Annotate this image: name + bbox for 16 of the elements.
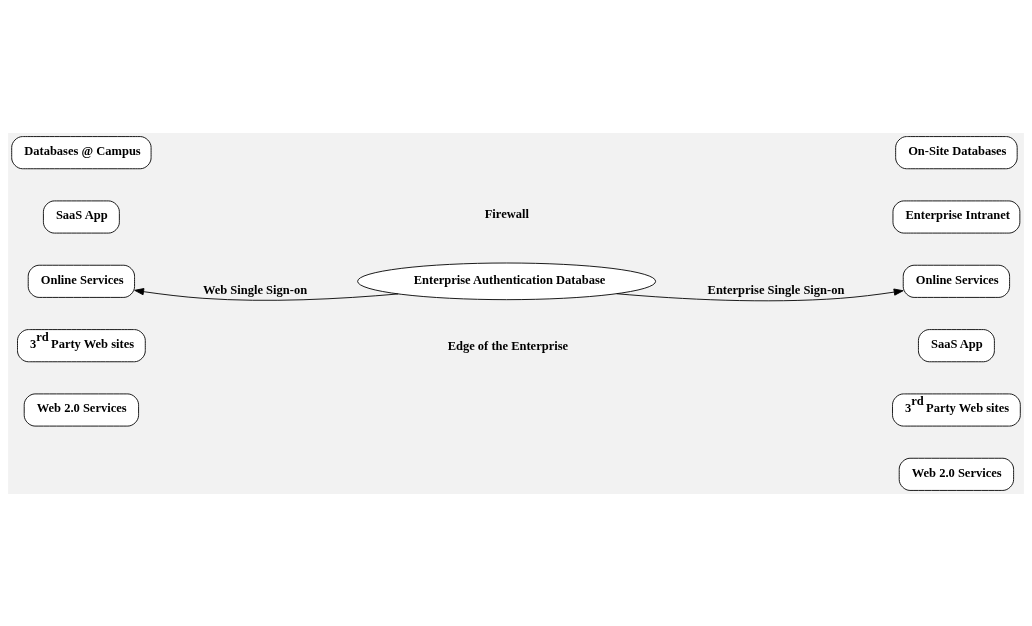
arrow <box>134 287 399 301</box>
node-box: Databases @ Campus <box>11 135 152 169</box>
node-box: Enterprise Intranet <box>892 199 1021 234</box>
node-ellipse: Enterprise Authentication Database <box>357 262 657 300</box>
edge-label: Web Single Sign-on <box>202 282 308 297</box>
label: Edge of the Enterprise <box>447 338 569 353</box>
node-box: Online Services <box>902 264 1011 298</box>
node-box: Web 2.0 Services <box>898 457 1015 491</box>
arrow <box>616 288 904 301</box>
node-box: Web 2.0 Services <box>23 392 140 427</box>
node-box: SaaS App <box>42 199 120 234</box>
label: Firewall <box>484 206 529 221</box>
edge-label: Enterprise Single Sign-on <box>707 282 845 297</box>
node-box: Online Services <box>27 264 135 298</box>
node-box: SaaS App <box>918 328 995 362</box>
node-box: On-Site Databases <box>895 135 1018 169</box>
